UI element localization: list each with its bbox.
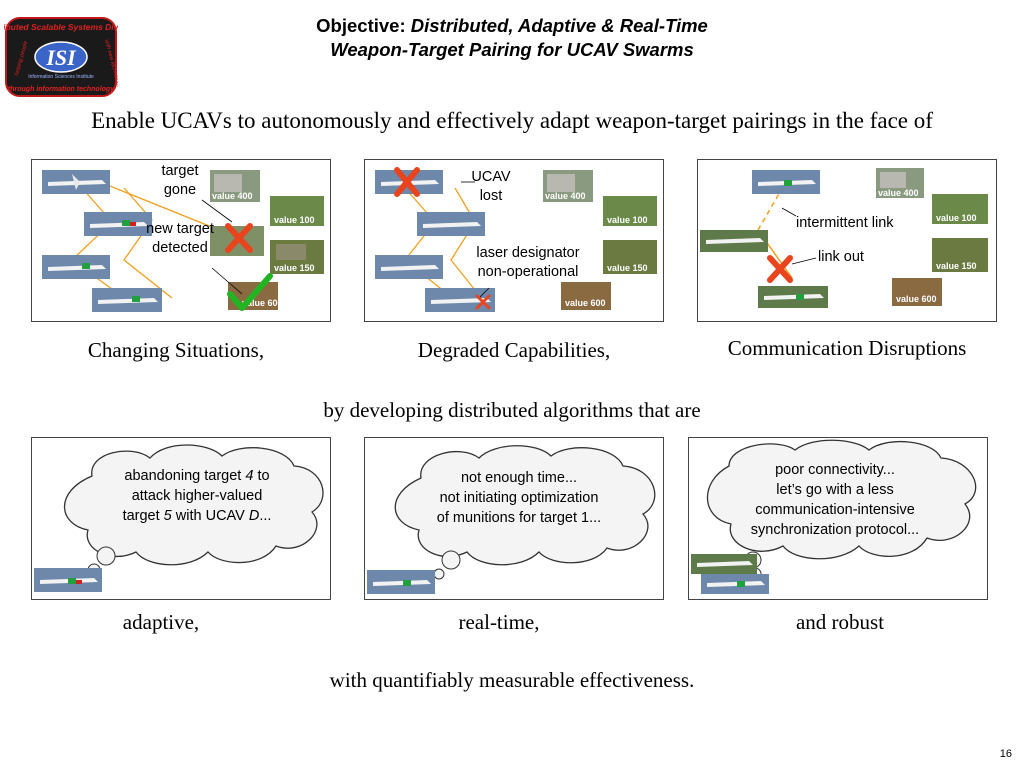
thought-cloud-2 <box>367 445 656 594</box>
uav-icon <box>92 288 162 312</box>
panel-3-scene: value 400 value 100 value 150 value 600 <box>700 168 988 308</box>
uav-icon <box>367 570 435 594</box>
uav-icon <box>375 255 443 279</box>
x-mark-icon <box>225 223 253 253</box>
panel-1-scene: value 400 value 100 value 150 value 600 <box>42 170 324 312</box>
panel-adaptive: abandoning target 4 to attack higher-val… <box>31 437 331 600</box>
uav-icon <box>691 554 757 574</box>
panel-2-scene: value 400 value 100 value 150 value 600 <box>375 167 657 312</box>
target-value: value 600 <box>242 298 283 308</box>
uav-icon <box>752 170 820 194</box>
x-mark-icon <box>767 255 793 283</box>
label-target-gone: target gone <box>161 163 199 198</box>
label-intermittent-link: intermittent link <box>796 215 894 231</box>
slide-title: Objective: Distributed, Adaptive & Real-… <box>0 14 1024 62</box>
target-icon <box>543 170 593 202</box>
target-value: value 150 <box>936 261 977 271</box>
uav-icon <box>34 568 102 592</box>
logo-bottom-text: through information technology <box>8 86 115 93</box>
target-value: value 600 <box>896 294 937 304</box>
target-icon <box>270 196 324 226</box>
label-link-out: link out <box>818 249 864 265</box>
caption-adaptive: adaptive, <box>122 610 200 634</box>
uav-icon <box>84 212 152 236</box>
thought-line: synchronization protocol... <box>750 522 920 538</box>
target-value: value 100 <box>274 215 315 225</box>
panel-degraded-capabilities: value 400 value 100 value 150 value 600 … <box>364 159 664 322</box>
title-prefix: Objective: <box>316 15 406 36</box>
target-icon <box>210 170 260 202</box>
caption-robust: and robust <box>795 610 885 634</box>
uav-icon <box>758 286 828 308</box>
uav-icon <box>42 255 110 279</box>
target-icon <box>603 240 657 274</box>
check-mark-icon <box>227 273 273 311</box>
title-line2: Weapon-Target Pairing for UCAV Swarms <box>330 39 694 60</box>
closing-text: with quantifiably measurable effectivene… <box>329 668 695 692</box>
logo-top-text: Distributed Scalable Systems Division <box>4 22 118 32</box>
caption-communication-disruptions: Communication Disruptions <box>727 336 967 360</box>
uav-icon <box>42 170 110 194</box>
target-value: value 600 <box>565 298 606 308</box>
uav-icon <box>700 230 768 252</box>
uav-icon <box>701 574 769 594</box>
target-value: value 400 <box>545 191 586 201</box>
target-value: value 400 <box>878 188 919 198</box>
target-icon <box>603 196 657 226</box>
x-mark-icon <box>475 294 491 310</box>
thought-cloud-1 <box>34 444 324 592</box>
target-icon <box>932 194 988 224</box>
caption-changing-situations: Changing Situations, <box>87 338 265 362</box>
target-icon <box>270 240 324 274</box>
x-mark-icon <box>394 167 420 197</box>
target-icon <box>892 278 942 306</box>
uav-icon <box>417 212 485 236</box>
target-value: value 400 <box>212 191 253 201</box>
caption-degraded-capabilities: Degraded Capabilities, <box>417 338 611 362</box>
target-icon <box>561 282 611 310</box>
target-value: value 150 <box>274 263 315 273</box>
intro-text: Enable UCAVs to autonomously and effecti… <box>91 108 933 133</box>
panel-changing-situations: value 400 value 100 value 150 value 600 … <box>31 159 331 322</box>
panel-robust: poor connectivity... let’s go with a les… <box>688 437 988 600</box>
thought-line: of munitions for target 1... <box>436 510 602 526</box>
thought-line: communication-intensive <box>755 502 915 518</box>
label-new-target: new target detected <box>146 221 214 256</box>
thought-line: poor connectivity... <box>775 462 895 478</box>
thought-text-adaptive: abandoning target 4 to attack higher-val… <box>122 468 272 524</box>
target-value: value 100 <box>936 213 977 223</box>
target-icon <box>932 238 988 272</box>
isi-logo: Distributed Scalable Systems Division IS… <box>0 16 138 98</box>
target-value: value 100 <box>607 215 648 225</box>
label-laser-designator: laser designator non-operational <box>476 245 580 280</box>
thought-line: not enough time... <box>460 470 578 486</box>
panel-communication-disruptions: value 400 value 100 value 150 value 600 … <box>697 159 997 322</box>
logo-sub-text: Information Sciences Institute <box>28 74 94 80</box>
thought-line: not initiating optimization <box>439 490 599 506</box>
target-value: value 150 <box>607 263 648 273</box>
page-number: 16 <box>999 748 1012 760</box>
title-line1: Distributed, Adaptive & Real-Time <box>410 15 708 36</box>
target-icon <box>876 168 924 198</box>
logo-center-text: ISI <box>45 45 77 70</box>
caption-real-time: real-time, <box>458 610 540 634</box>
label-ucav-lost: UCAV lost <box>471 169 511 204</box>
thought-cloud-3 <box>691 439 977 594</box>
panel-real-time: not enough time... not initiating optimi… <box>364 437 664 600</box>
middle-text: by developing distributed algorithms tha… <box>323 398 701 422</box>
thought-line: let’s go with a less <box>776 482 894 498</box>
